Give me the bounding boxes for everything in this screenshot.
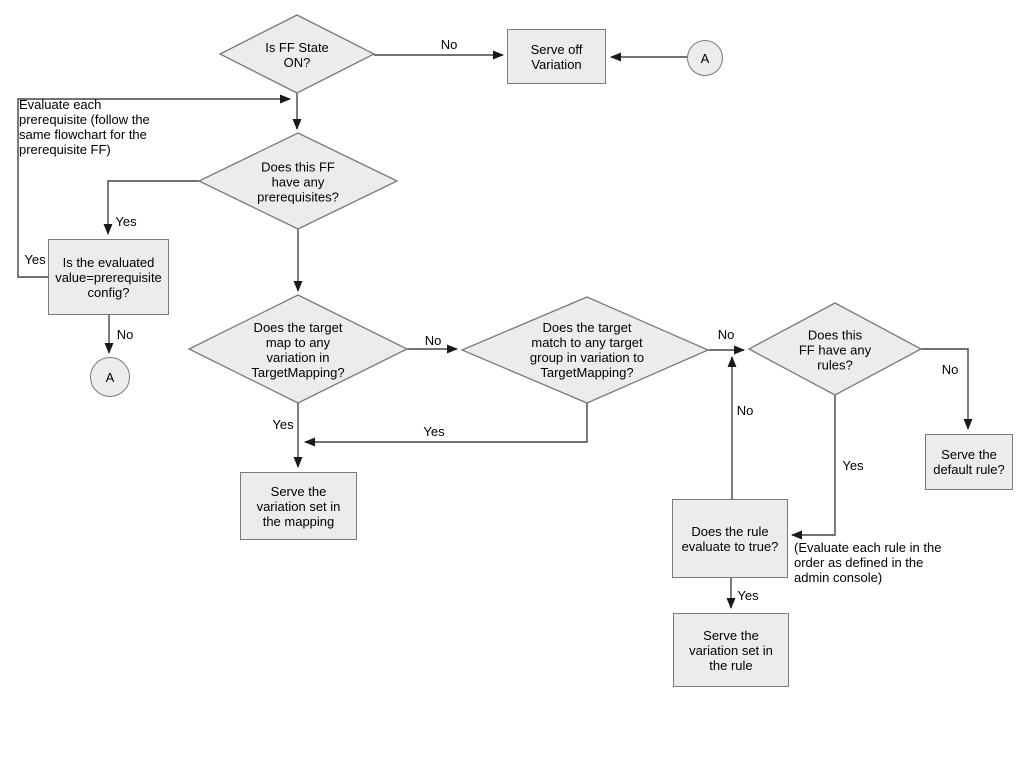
annotation-prerequisite-note: Evaluate each prerequisite (follow the s… [19, 97, 150, 157]
edge-label-match-yes: Yes [421, 424, 447, 439]
process-serve-variation-rule: Serve the variation set in the rule [673, 613, 789, 687]
edge-label-evaluated-loop-yes: Yes [22, 252, 48, 267]
edge-hasrules-yes-to-ruleeval [791, 395, 836, 540]
edge-label-ruleeval-no: No [734, 403, 756, 418]
edge-label-match-no: No [715, 327, 737, 342]
decision-shapes [187, 14, 923, 404]
process-serve-default-rule: Serve the default rule? [925, 434, 1013, 490]
edge-label-rules-no: No [939, 362, 961, 377]
annotation-rule-order-note: (Evaluate each rule in the order as defi… [794, 540, 942, 585]
edge-prerequisites-yes-to-evaluated [103, 180, 199, 235]
connector-a-top: A [687, 40, 723, 76]
process-evaluated-value-config: Is the evaluated value=prerequisite conf… [48, 239, 169, 315]
edge-label-ffstate-no: No [438, 37, 460, 52]
connectors [17, 50, 973, 609]
edge-label-map-yes: Yes [270, 417, 296, 432]
edge-hasrules-no-to-default [921, 348, 973, 430]
process-serve-off-variation: Serve off Variation [507, 29, 606, 84]
decision-has-prerequisites [197, 132, 399, 230]
process-rule-evaluates-true: Does the rule evaluate to true? [672, 499, 788, 578]
edge-targetmatch-yes-to-servemapping [304, 403, 588, 447]
edge-label-ruleeval-yes: Yes [735, 588, 761, 603]
edge-label-map-no: No [422, 333, 444, 348]
edge-evaluated-yes-loop [17, 94, 291, 278]
decision-target-match-group [460, 296, 710, 404]
decision-has-rules [747, 302, 923, 396]
edge-label-rules-yes: Yes [840, 458, 866, 473]
edge-label-evaluated-no: No [114, 327, 136, 342]
edge-label-prerequisites-yes: Yes [113, 214, 139, 229]
decision-target-map-variation [187, 294, 409, 404]
process-serve-variation-mapping: Serve the variation set in the mapping [240, 472, 357, 540]
connector-a-bottom: A [90, 357, 130, 397]
decision-is-ff-state-on [218, 14, 376, 94]
